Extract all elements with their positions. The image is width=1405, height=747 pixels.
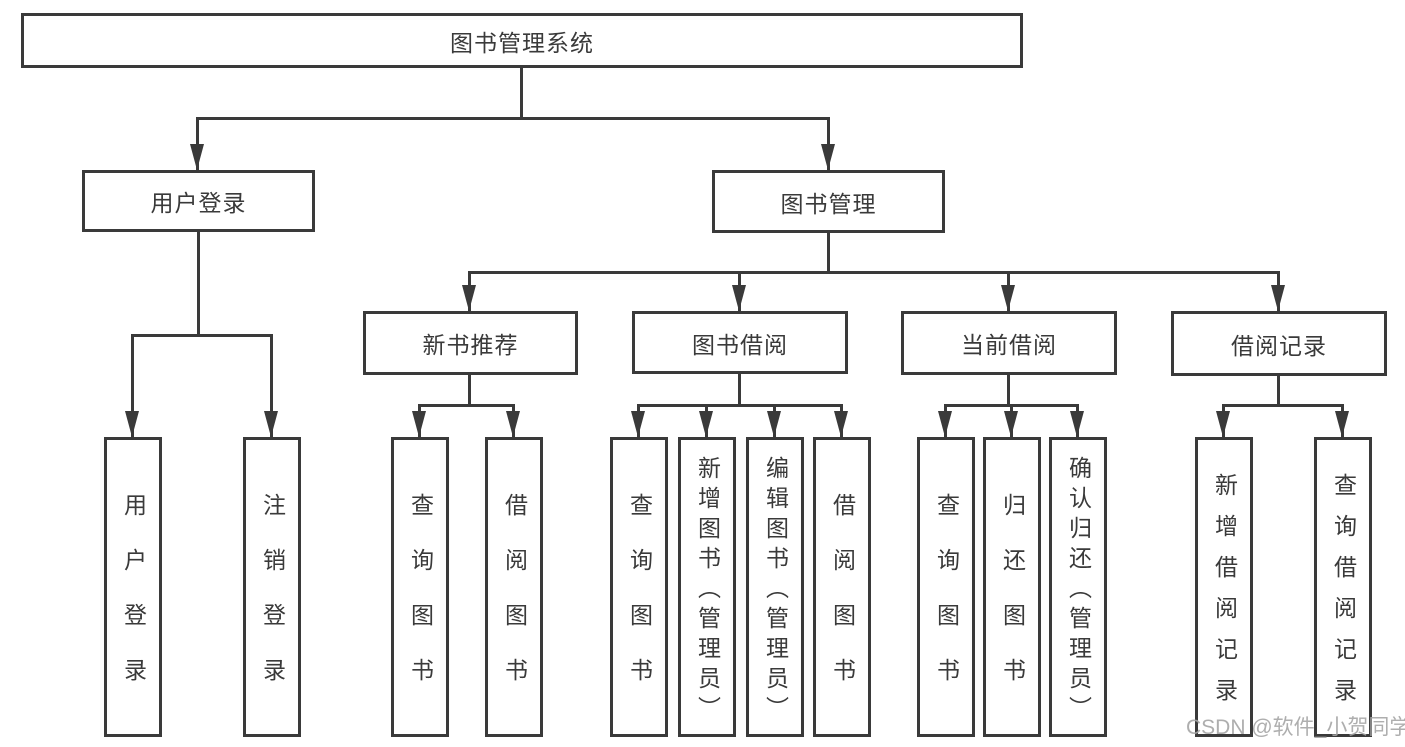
connector bbox=[197, 231, 200, 335]
node-book-management-label: 图书管理 bbox=[780, 190, 877, 217]
arrowhead bbox=[767, 404, 781, 437]
leaf-add-borrow-record-label: 新增借阅记录 bbox=[1211, 473, 1238, 719]
connector bbox=[131, 334, 273, 337]
node-user-login: 用户登录 bbox=[82, 170, 315, 232]
leaf-borrow-query-books: 查询图书 bbox=[610, 437, 668, 737]
leaf-confirm-return-admin: 确认归还（管理员） bbox=[1049, 437, 1107, 737]
leaf-logout: 注销登录 bbox=[243, 437, 301, 737]
node-current-borrow: 当前借阅 bbox=[901, 311, 1117, 375]
arrowhead bbox=[506, 404, 520, 437]
arrowhead bbox=[412, 404, 426, 437]
leaf-edit-books-admin: 编辑图书（管理员） bbox=[746, 437, 804, 737]
node-new-book-recommend: 新书推荐 bbox=[363, 311, 578, 375]
leaf-add-books-admin-label: 新增图书（管理员） bbox=[694, 455, 721, 726]
arrowhead bbox=[1271, 271, 1285, 311]
arrowhead bbox=[938, 404, 952, 437]
arrowhead bbox=[732, 271, 746, 311]
leaf-query-borrow-record: 查询借阅记录 bbox=[1314, 437, 1372, 737]
connector bbox=[637, 404, 843, 407]
arrowhead bbox=[190, 117, 204, 170]
leaf-recommend-query-books: 查询图书 bbox=[391, 437, 449, 737]
connector bbox=[520, 68, 523, 118]
connector bbox=[1222, 404, 1344, 407]
leaf-borrow-borrow-books: 借阅图书 bbox=[813, 437, 871, 737]
node-borrow-records-label: 借阅记录 bbox=[1231, 332, 1327, 359]
leaf-recommend-borrow-books: 借阅图书 bbox=[485, 437, 543, 737]
connector bbox=[196, 117, 830, 120]
connector bbox=[468, 374, 471, 405]
connector bbox=[738, 373, 741, 405]
node-system-root: 图书管理系统 bbox=[21, 13, 1023, 68]
connector bbox=[1277, 376, 1280, 405]
arrowhead bbox=[1070, 404, 1084, 437]
leaf-borrow-query-books-label: 查询图书 bbox=[626, 493, 653, 713]
node-book-borrow-label: 图书借阅 bbox=[692, 331, 788, 358]
leaf-borrow-borrow-books-label: 借阅图书 bbox=[829, 493, 856, 713]
connector bbox=[827, 232, 830, 272]
node-book-management: 图书管理 bbox=[712, 170, 945, 233]
arrowhead bbox=[125, 334, 139, 437]
leaf-return-books-label: 归还图书 bbox=[999, 493, 1026, 713]
node-book-borrow: 图书借阅 bbox=[632, 311, 848, 374]
arrowhead bbox=[462, 271, 476, 311]
leaf-user-login: 用户登录 bbox=[104, 437, 162, 737]
connector bbox=[418, 404, 515, 407]
watermark: CSDN @软件_小贺同学 bbox=[1186, 716, 1405, 739]
leaf-add-books-admin: 新增图书（管理员） bbox=[678, 437, 736, 737]
arrowhead bbox=[1004, 404, 1018, 437]
connector bbox=[468, 271, 1280, 274]
node-current-borrow-label: 当前借阅 bbox=[961, 332, 1057, 358]
leaf-current-query-books-label: 查询图书 bbox=[933, 493, 960, 713]
node-new-book-recommend-label: 新书推荐 bbox=[422, 332, 519, 358]
leaf-edit-books-admin-label: 编辑图书（管理员） bbox=[762, 455, 789, 726]
leaf-recommend-borrow-books-label: 借阅图书 bbox=[501, 493, 528, 713]
leaf-return-books: 归还图书 bbox=[983, 437, 1041, 737]
leaf-current-query-books: 查询图书 bbox=[917, 437, 975, 737]
arrowhead bbox=[821, 117, 835, 170]
leaf-recommend-query-books-label: 查询图书 bbox=[407, 493, 434, 713]
node-user-login-label: 用户登录 bbox=[150, 190, 247, 216]
leaf-confirm-return-admin-label: 确认归还（管理员） bbox=[1065, 455, 1092, 726]
arrowhead bbox=[834, 404, 848, 437]
node-borrow-records: 借阅记录 bbox=[1171, 311, 1387, 376]
leaf-logout-label: 注销登录 bbox=[259, 493, 286, 713]
arrowhead bbox=[1335, 404, 1349, 437]
connector bbox=[1007, 374, 1010, 405]
arrowhead bbox=[264, 334, 278, 437]
arrowhead bbox=[631, 404, 645, 437]
arrowhead bbox=[1001, 271, 1015, 311]
leaf-user-login-label: 用户登录 bbox=[120, 493, 147, 713]
leaf-add-borrow-record: 新增借阅记录 bbox=[1195, 437, 1253, 737]
arrowhead bbox=[699, 404, 713, 437]
arrowhead bbox=[1216, 404, 1230, 437]
node-system-root-label: 图书管理系统 bbox=[450, 29, 594, 56]
leaf-query-borrow-record-label: 查询借阅记录 bbox=[1330, 473, 1357, 719]
